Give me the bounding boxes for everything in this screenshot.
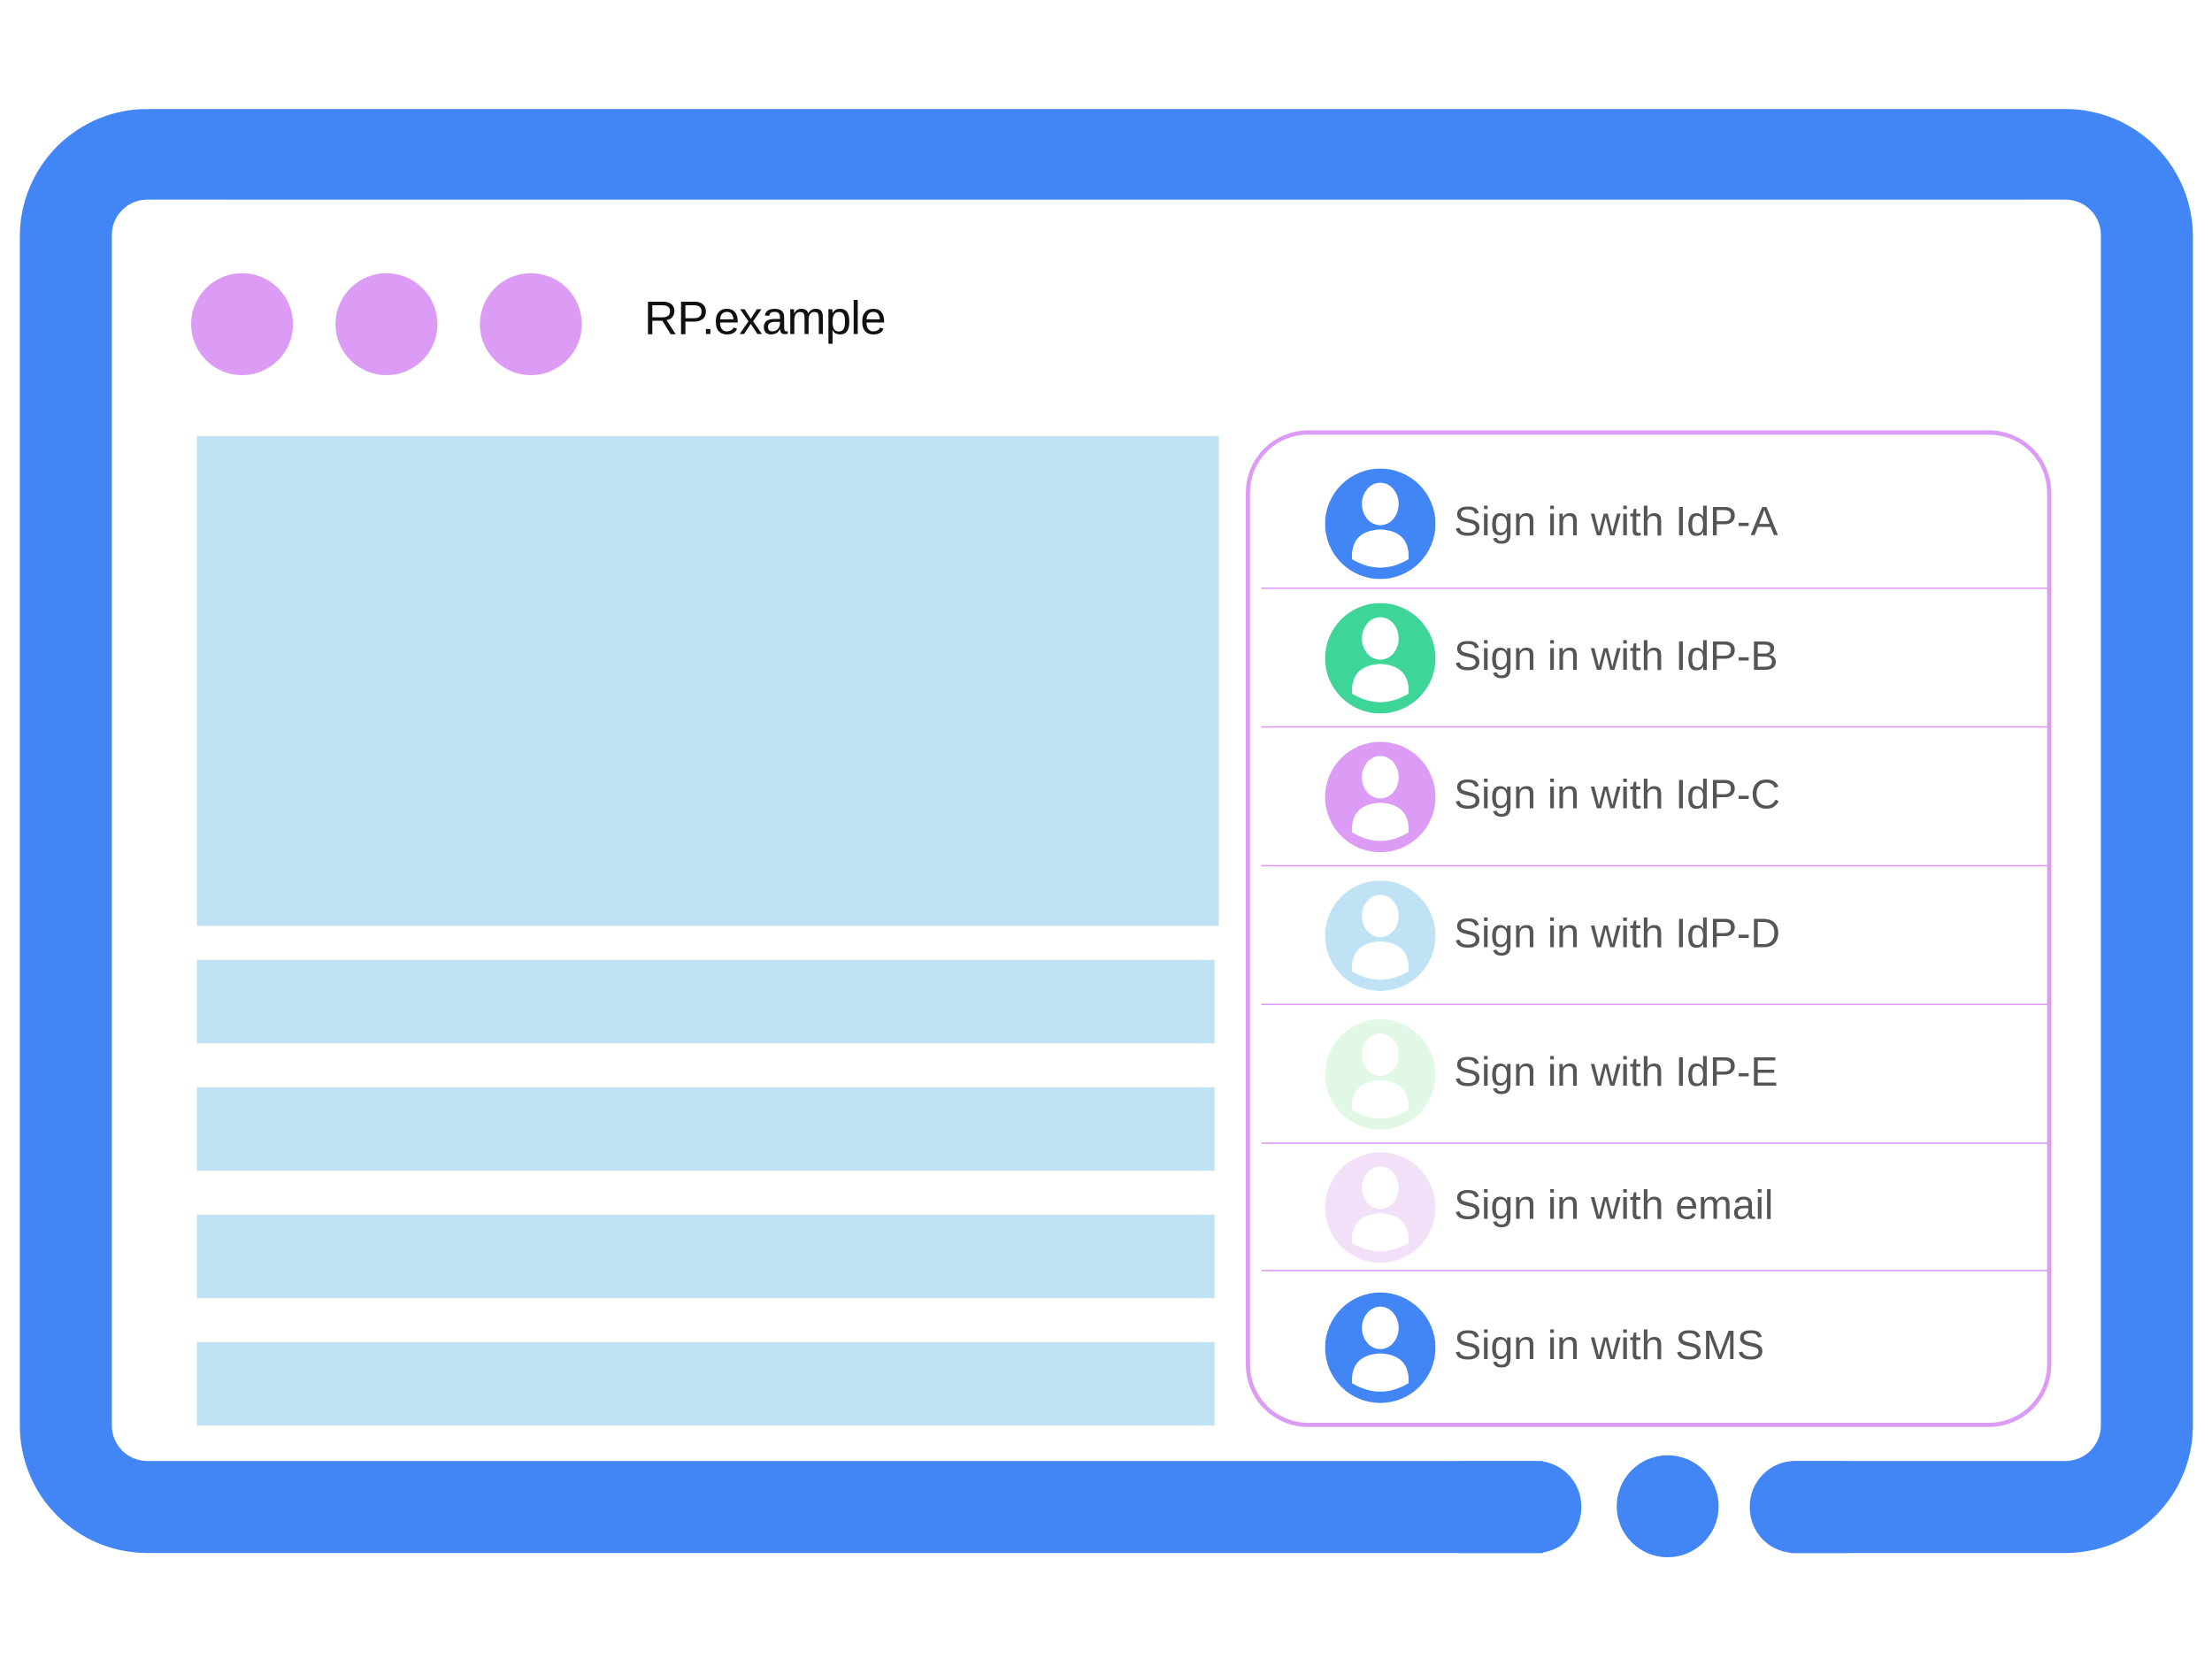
account-chooser-panel: Sign in with IdP-A Sign in with IdP-B Sign… xyxy=(1246,430,2052,1427)
sign-in-option-label: Sign in with SMS xyxy=(1454,1323,1764,1369)
divider xyxy=(1261,1003,2047,1005)
sign-in-option[interactable]: Sign in with IdP-D xyxy=(1261,866,2047,1005)
sign-in-option[interactable]: Sign in with IdP-A xyxy=(1261,434,2047,589)
person-avatar-icon xyxy=(1325,1019,1436,1130)
divider xyxy=(1261,1270,2047,1271)
person-avatar-icon xyxy=(1325,603,1436,714)
sign-in-option[interactable]: Sign in with SMS xyxy=(1262,1271,2047,1423)
window-control-dot[interactable] xyxy=(191,273,294,375)
site-title: RP.example xyxy=(644,291,887,344)
window-control-dot[interactable] xyxy=(480,273,582,375)
sign-in-option-label: Sign in with IdP-D xyxy=(1454,911,1780,957)
window-control-dot[interactable] xyxy=(335,273,438,375)
sign-in-option-label: Sign in with IdP-A xyxy=(1454,499,1778,545)
content-image-placeholder xyxy=(196,435,1219,926)
divider xyxy=(1261,588,2047,589)
person-avatar-icon xyxy=(1325,1152,1436,1263)
person-avatar-icon xyxy=(1325,1292,1436,1402)
sign-in-option[interactable]: Sign in with IdP-B xyxy=(1261,589,2047,728)
divider xyxy=(1261,726,2047,728)
sign-in-option-label: Sign in with IdP-B xyxy=(1454,634,1778,680)
sign-in-option-label: Sign in with IdP-E xyxy=(1454,1050,1778,1096)
sign-in-option-label: Sign in with IdP-C xyxy=(1454,772,1780,818)
content-text-placeholder xyxy=(196,1214,1215,1299)
person-avatar-icon xyxy=(1325,741,1436,853)
content-text-placeholder xyxy=(196,1087,1215,1171)
sign-in-option-label: Sign in with email xyxy=(1454,1183,1774,1229)
sign-in-option[interactable]: Sign in with IdP-E xyxy=(1261,1005,2047,1144)
divider xyxy=(1261,1142,2047,1144)
content-text-placeholder xyxy=(196,959,1215,1044)
person-avatar-icon xyxy=(1325,880,1436,991)
home-button[interactable] xyxy=(1617,1455,1719,1557)
content-text-placeholder xyxy=(196,1341,1215,1426)
sign-in-option[interactable]: Sign in with email xyxy=(1261,1144,2047,1271)
person-avatar-icon xyxy=(1325,468,1436,580)
sign-in-option[interactable]: Sign in with IdP-C xyxy=(1261,727,2047,867)
divider xyxy=(1261,864,2047,867)
